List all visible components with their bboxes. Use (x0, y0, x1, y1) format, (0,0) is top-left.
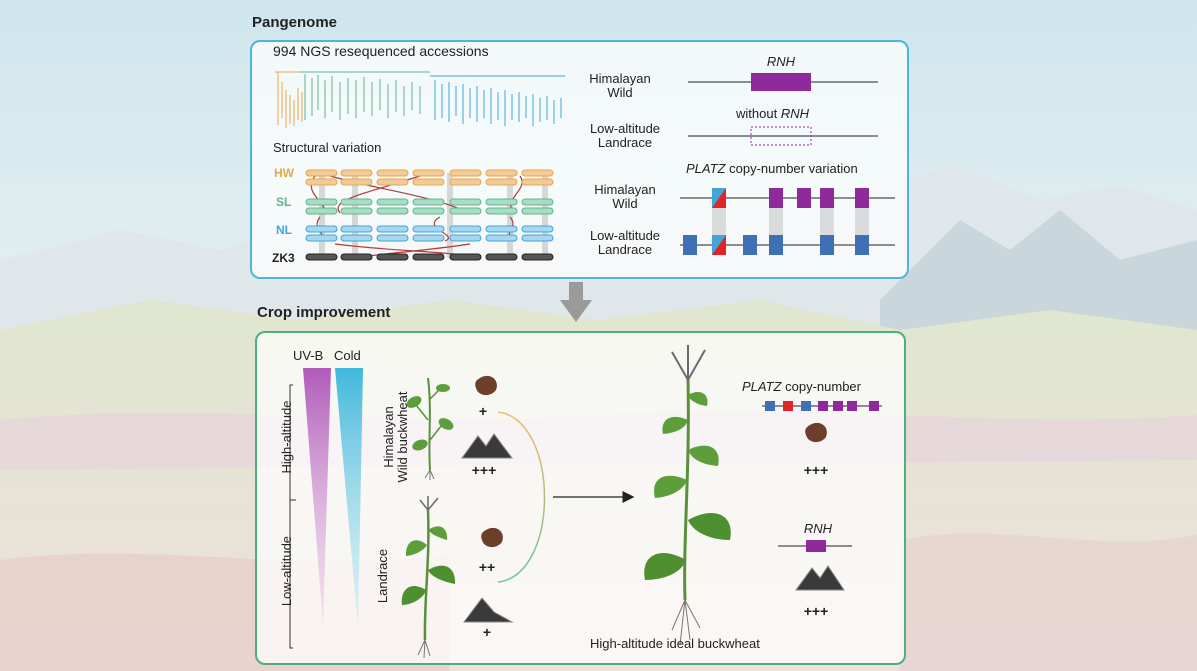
rnh-low-altitude-label: Low-altitude Landrace (575, 122, 675, 150)
ideal-rnh-label: RNH (803, 521, 833, 536)
crop-improvement-panel (255, 331, 906, 665)
track-label-zk3: ZK3 (272, 251, 295, 265)
himalayan-wild-buckwheat-label: Himalayan Wild buckwheat (381, 367, 412, 507)
without-word: without (736, 106, 778, 121)
platz-cnv-label: PLATZ copy-number variation (686, 162, 858, 176)
landrace-label: Landrace (375, 548, 390, 604)
landrace-cold-level: + (482, 624, 492, 640)
track-label-hw: HW (274, 166, 294, 180)
label-line: Himalayan (594, 182, 656, 197)
ideal-cold-level: +++ (803, 603, 829, 619)
label-line: Himalayan (589, 71, 651, 86)
rnh-gene-label: RNH (766, 54, 796, 69)
ideal-uv-level: +++ (803, 462, 829, 478)
label-line: Landrace (597, 242, 653, 257)
label-line: Low-altitude (589, 121, 661, 136)
label-line: Low-altitude (589, 228, 661, 243)
platz-himalayan-wild-label: Himalayan Wild (580, 183, 670, 211)
accessions-label: 994 NGS resequenced accessions (273, 43, 489, 59)
wild-uv-level: + (478, 403, 488, 419)
cnv-suffix: copy-number variation (729, 161, 858, 176)
uvb-label: UV-B (293, 348, 324, 363)
landrace-uv-level: ++ (478, 559, 496, 575)
platz-gene-name: PLATZ (742, 379, 782, 394)
copy-number-suffix: copy-number (785, 379, 861, 394)
track-label-nl: NL (276, 223, 292, 237)
ideal-buckwheat-label: High-altitude ideal buckwheat (590, 636, 760, 651)
rnh-himalayan-wild-label: Himalayan Wild (575, 72, 665, 100)
rnh-gene-name: RNH (780, 106, 809, 121)
label-line: Himalayan (381, 406, 396, 468)
low-altitude-label: Low-altitude (279, 535, 294, 607)
track-label-sl: SL (276, 195, 292, 209)
ideal-platz-label: PLATZ copy-number (742, 380, 861, 394)
structural-variation-label: Structural variation (273, 140, 382, 155)
cold-label: Cold (334, 348, 361, 363)
pangenome-title: Pangenome (252, 14, 338, 31)
label-line: Wild (612, 196, 638, 211)
label-line: Landrace (597, 135, 653, 150)
without-rnh-label: without RNH (736, 107, 809, 121)
label-line: Wild (607, 85, 633, 100)
platz-gene-name: PLATZ (686, 161, 726, 176)
label-line: Wild buckwheat (395, 391, 410, 483)
wild-cold-level: +++ (471, 462, 497, 478)
high-altitude-label: High-altitude (279, 400, 294, 474)
platz-low-altitude-label: Low-altitude Landrace (575, 229, 675, 257)
crop-improvement-title: Crop improvement (257, 304, 391, 321)
